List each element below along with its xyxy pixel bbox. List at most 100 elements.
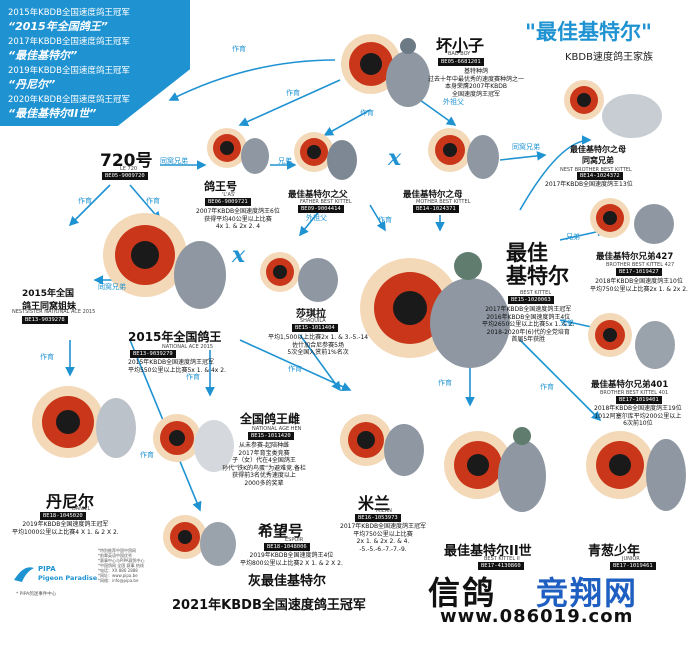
name-father: 最佳基特尔之父 [288, 190, 348, 200]
label-xiongdi-1: 兄弟 [278, 157, 292, 165]
name-nat2015: 2015年全国鸽王 [128, 330, 222, 344]
en-hen: NATIONAL AGE HEN [252, 426, 302, 432]
pigeon-junior [586, 431, 686, 511]
banner-line-7: 2020年KBDB全国速度鸽王冠军 [8, 95, 130, 105]
name-junior: 青葱少年 [588, 544, 641, 559]
ring-hope: BE18-1048006 [264, 543, 310, 551]
en-mother-sibling: NEST BROTHER BEST KITTEL [560, 167, 632, 173]
arrow-badboy-father [323, 109, 371, 136]
label-zuoyu-2: 作育 [286, 89, 300, 97]
arrow-father-best [369, 204, 386, 232]
en-junior: JUNIOR [622, 556, 640, 562]
name-hope: 希望号 [258, 522, 304, 540]
arrow-father-shaqila [299, 209, 321, 237]
pigeon-mother-sibling [564, 80, 662, 138]
ring-king: BE06-9009721 [205, 198, 251, 206]
ring-best-kittel: BE15-1020063 [508, 296, 554, 304]
label-zuoyu-11: 作育 [540, 383, 554, 391]
ring-father: BE09-9004414 [298, 205, 344, 213]
banner-line-6: “丹尼尔” [8, 78, 56, 91]
pigeon-shaqila [260, 252, 338, 302]
label-tongwo-2: 同窝兄弟 [512, 143, 540, 151]
pigeon-daniel [32, 386, 136, 458]
note-shaqila: 平均1,500以上比赛2x 1. & 3.-5.-14 佐什加合尼参赛5场 5次… [268, 334, 369, 356]
arrow-badboy-720 [168, 59, 336, 101]
label-tongwo-1: 同窝兄弟 [160, 157, 188, 165]
note-daniel: 2019年KBDB全国速度鸽王冠军 平均1000公里以上比赛4 X 1. & 2… [12, 521, 119, 536]
note-milan: 2017年KBDB全国速度鸽王冠军 平均750公里以上比赛 2x 1. & 2x… [340, 523, 427, 553]
footer-title: 2021年KBDB全国速度鸽王冠军 [172, 598, 366, 613]
arrow-best-sister [519, 135, 592, 211]
pigeon-nat2015 [103, 213, 226, 309]
label-zuoyu-8: 作育 [186, 373, 200, 381]
name-best-kittel-ii: 最佳基特尔II世 [444, 544, 532, 559]
en-hope: ESPOIR [285, 537, 304, 543]
label-zuoyu-12: 作育 [140, 451, 154, 459]
en-bro427: BROTHER BEST KITTEL 427 [606, 262, 675, 268]
ring-junior: BE17-1019461 [610, 562, 656, 570]
note-hen: 从未参赛-起陪种雌 2017年育宝类竞赛 子（女）代在4全国鸽王 孙代“铁K的鸟… [222, 442, 307, 487]
name-bad-boy: 坏小子 [436, 36, 485, 55]
en-shaqila: SHAQUILA [300, 318, 326, 324]
pigeon-milan [340, 414, 424, 476]
arrow-720-sister2015 [68, 184, 111, 227]
ring-mother-sibling: BE14-1024372 [577, 172, 623, 180]
pigeon-best-kittel [360, 252, 510, 368]
pigeon-bro427 [590, 198, 674, 244]
ring-shaqila: BE15-1011404 [292, 324, 338, 332]
note-mother-sibling: 2017年KBDB全国速度鸽王13位 [545, 181, 633, 188]
label-zuoyu-1: 作育 [232, 45, 246, 53]
banner-line-4: “最佳基特尔” [8, 49, 78, 62]
pigeon-bad-boy [341, 34, 430, 107]
cross-mark-top: x [388, 145, 402, 171]
name-720: 720号 [100, 151, 153, 171]
champion-banner: 2015年KBDB全国速度鸽王冠军 “2015年全国鸽王” 2017年KBDB全… [0, 0, 190, 126]
pigeon-hen [153, 414, 234, 472]
pigeon-mother [428, 128, 499, 179]
name-grey-best-kittel: 灰最佳基特尔 [248, 574, 327, 589]
page-title: "最佳基特尔" [525, 20, 652, 44]
en-daniel: DANIEL [72, 506, 91, 512]
watermark-url: www.086019.com [440, 606, 634, 627]
label-zuoyu-10: 作育 [438, 379, 452, 387]
en-bro401: BROTHER BEST KITTEL 401 [600, 390, 669, 396]
note-bad-boy: 基特种鸽 过去十年中最优秀的速度赛种鸽之一 本身荣膺2007年KBDB 全国速度… [428, 68, 525, 98]
banner-line-3: 2017年KBDB全国速度鸽王冠军 [8, 37, 130, 47]
name-bro401: 最佳基特尔兄弟401 [591, 380, 669, 390]
note-king: 2007年KBDB全国速度鸽王6位 获得平均40公里以上比赛 4x 1. & 2… [196, 208, 280, 230]
banner-line-1: 2015年KBDB全国速度鸽王冠军 [8, 8, 130, 18]
note-nat2015: 2015年KBDB全国速度鸽王冠军 平均550公里以上比赛5x 1. & 4x … [128, 359, 226, 374]
logo-tag: * PIPA鸽迷事件中心 [16, 592, 57, 597]
name-mother-sibling: 最佳基特尔之母 同窝兄弟 [570, 145, 626, 165]
pigeon-bro401 [588, 313, 675, 369]
logo-sub: Pigeon Paradise [38, 574, 98, 582]
name-mother: 最佳基特尔之母 [403, 190, 463, 200]
ring-mother: BE14-1024371 [413, 205, 459, 213]
en-sister2015: NESTSISTER NATIONAL ACE 2015 [12, 309, 96, 315]
name-daniel: 丹尼尔 [46, 492, 95, 511]
label-zuoyu-6: 作育 [378, 216, 392, 224]
pipa-logo-icon [14, 567, 34, 582]
en-best-kittel: BEST KITTEL [520, 290, 552, 296]
logo-fine: *特别推荐中国中鸽网 *前辈英语中国优秀 *赛事中心与PIPA赛鸽中心 *中国鸽… [98, 548, 145, 583]
ring-best-kittel-ii: BE17-4130860 [478, 562, 524, 570]
note-bro401: 2018年KBDB全国速度鸽王19位 1012阿塞尔库平均200公里以上 6次前… [594, 405, 682, 427]
pigeon-best-kittel-ii [444, 427, 546, 512]
en-best-kittel-ii: BEST KITTEL II [484, 556, 520, 562]
name-sister2015: 2015年全国 鸽王同窝姐妹 [22, 289, 77, 312]
label-waizufu-1: 外祖父 [443, 98, 464, 106]
en-720: LE 720 [120, 166, 138, 172]
arrow-badboy-king [238, 79, 341, 127]
name-milan: 米兰 [358, 494, 391, 513]
name-bro427: 最佳基特尔兄弟427 [596, 252, 674, 262]
ring-sister2015: BE13-9039278 [22, 316, 68, 324]
ring-hen: BE15-1011420 [248, 432, 294, 440]
pigeon-king [207, 128, 269, 174]
note-hope: 2019年KBDB全国速度鸽王4位 平均800公里以上比赛2 X 1. & 2 … [240, 552, 343, 567]
page-subtitle: KBDB速度鸽王家族 [565, 52, 653, 63]
pigeon-hope [163, 515, 236, 566]
en-father: FATHER BEST KITTEL [300, 199, 352, 205]
en-bad-boy: BAD BOY [448, 51, 471, 57]
label-zuoyu-9: 作育 [288, 365, 302, 373]
